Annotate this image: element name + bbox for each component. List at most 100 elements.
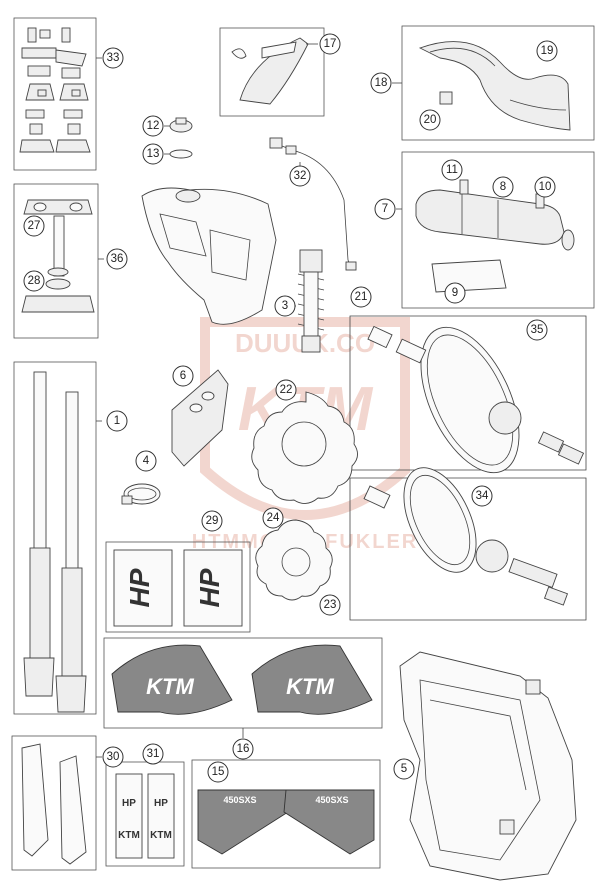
fork-leg-right (65, 391, 79, 573)
callout-16: 16 (232, 738, 254, 760)
callout-9: 9 (444, 282, 466, 304)
svg-text:10: 10 (539, 181, 552, 193)
callout-23: 23 (319, 594, 341, 616)
fork-decal-left-text: HP (122, 798, 136, 809)
callout-6: 6 (172, 365, 194, 387)
callout-27: 27 (23, 215, 45, 237)
fork-decal-right (147, 773, 175, 859)
callout-33: 33 (102, 47, 124, 69)
shroud-decal-left (197, 789, 289, 855)
callout-24: 24 (262, 507, 284, 529)
callout-8: 8 (492, 176, 514, 198)
fork-decal-left (115, 773, 143, 859)
fork-guard-left (21, 743, 49, 857)
svg-text:19: 19 (541, 45, 554, 57)
callout-21: 21 (350, 286, 372, 308)
rear-wheel-group (349, 467, 587, 621)
hp-decal-right (183, 549, 243, 627)
front-fork-group (13, 361, 102, 715)
svg-text:33: 33 (107, 52, 120, 64)
tank-decal-group: KTM KTM (103, 637, 383, 738)
fuel-cap-parts (164, 117, 193, 159)
svg-text:31: 31 (147, 748, 160, 760)
shroud-decal-left-text: 450SXS (223, 795, 256, 805)
callout-12: 12 (142, 115, 164, 137)
svg-text:32: 32 (294, 170, 307, 182)
steering-stem-group (13, 183, 104, 339)
shock-absorber-part (292, 249, 325, 353)
callout-1: 1 (106, 410, 128, 432)
tank-decal-left-text: KTM (146, 674, 194, 699)
svg-text:27: 27 (28, 220, 41, 232)
callout-29: 29 (201, 510, 223, 532)
front-brake-disc-part (251, 391, 358, 504)
svg-text:28: 28 (28, 275, 41, 287)
header-pipe-group (392, 25, 595, 141)
fuel-tank-part (141, 187, 277, 325)
fork-decal-right-ktm: KTM (150, 830, 172, 841)
callout-19: 19 (536, 40, 558, 62)
callout-28: 28 (23, 270, 45, 292)
hp-decal-group: HP HP (105, 541, 251, 633)
svg-text:7: 7 (382, 203, 388, 215)
callout-20: 20 (419, 109, 441, 131)
callout-30: 30 (102, 746, 124, 768)
fork-leg-left (33, 371, 47, 553)
svg-text:18: 18 (375, 77, 388, 89)
frame-part (399, 651, 577, 881)
number-plate-group (219, 27, 325, 117)
svg-text:22: 22 (280, 384, 293, 396)
callout-15: 15 (207, 761, 229, 783)
callout-18: 18 (370, 72, 392, 94)
svg-text:21: 21 (355, 291, 368, 303)
svg-text:17: 17 (324, 38, 337, 50)
callout-36: 36 (106, 248, 128, 270)
hp-decal-right-text: HP (194, 568, 225, 607)
rear-brake-disc-part (255, 519, 333, 601)
svg-text:4: 4 (143, 455, 150, 467)
callout-31: 31 (142, 743, 164, 765)
throttle-cable-part (269, 137, 357, 271)
svg-text:24: 24 (267, 512, 280, 524)
callout-17: 17 (319, 33, 341, 55)
silencer-group (396, 151, 595, 309)
fork-decal-group: HP KTM HP KTM (105, 761, 185, 867)
tank-decal-right-text: KTM (286, 674, 334, 699)
front-wheel-group (349, 315, 587, 474)
fork-guard-group (11, 735, 102, 871)
callout-13: 13 (142, 143, 164, 165)
callout-32: 32 (289, 165, 311, 187)
svg-text:6: 6 (180, 370, 186, 382)
tank-decal-left (111, 644, 233, 715)
tank-decal-right (251, 644, 373, 715)
svg-text:29: 29 (206, 515, 219, 527)
hp-decal-left (113, 549, 173, 627)
svg-text:9: 9 (452, 287, 458, 299)
fork-decal-right-text: HP (154, 798, 168, 809)
number-plate-part (239, 37, 309, 105)
hose-clamp-part (121, 483, 161, 505)
callout-5: 5 (393, 758, 415, 780)
svg-text:20: 20 (424, 114, 437, 126)
chain-guide-part (171, 369, 229, 467)
svg-text:23: 23 (324, 599, 337, 611)
svg-text:35: 35 (531, 324, 544, 336)
header-pipe-part (418, 41, 571, 131)
svg-text:12: 12 (147, 120, 160, 132)
shroud-decal-group: 450SXS 450SXS (191, 759, 381, 869)
callout-4: 4 (135, 450, 157, 472)
svg-text:5: 5 (401, 763, 407, 775)
callout-35: 35 (526, 319, 548, 341)
svg-text:30: 30 (107, 751, 120, 763)
svg-text:3: 3 (282, 300, 288, 312)
callout-10: 10 (534, 176, 556, 198)
fork-decal-left-ktm: KTM (118, 830, 140, 841)
svg-text:36: 36 (111, 253, 124, 265)
svg-text:8: 8 (500, 181, 506, 193)
svg-text:15: 15 (212, 766, 225, 778)
callout-34: 34 (471, 485, 493, 507)
fork-guard-right (59, 755, 87, 865)
rear-rim-part (403, 467, 477, 573)
callout-7: 7 (374, 198, 396, 220)
